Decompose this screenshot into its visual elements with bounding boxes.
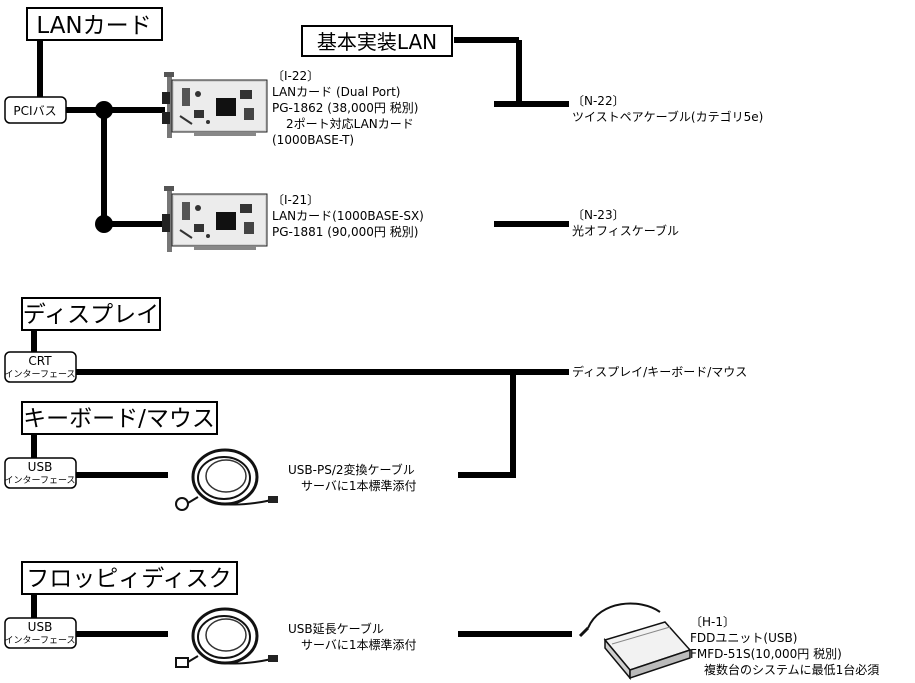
lan-card-sx-image	[162, 186, 268, 252]
product-h1-name: FDDユニット(USB)	[690, 631, 797, 645]
lan-card-title-box: LANカード	[26, 7, 163, 41]
floppy-interface-label: インターフェース	[4, 635, 75, 646]
floppy-title: フロッピィディスク	[26, 566, 231, 592]
usb-ps2-cable-text: USB-PS/2変換ケーブル サーバに1本標準添付	[288, 462, 417, 493]
product-i21-name: LANカード(1000BASE-SX)	[272, 209, 424, 223]
keyboard-usb-label: USB	[28, 460, 53, 474]
usb-ps2-cable-note: サーバに1本標準添付	[301, 478, 417, 493]
usb-ps2-cable-image	[175, 448, 278, 511]
keyboard-interface-label: インターフェース	[4, 475, 75, 486]
product-n23-code: 〔N-23〕	[572, 208, 625, 222]
lan-card-title: LANカード	[36, 13, 151, 39]
onboard-lan-title: 基本実装LAN	[317, 30, 437, 54]
pci-bus-box: PCIバス	[4, 96, 67, 124]
crt-interface-label: インターフェース	[4, 369, 75, 380]
lan-card-dual-port-image	[162, 72, 268, 138]
usb-extension-cable-image	[175, 607, 278, 668]
product-i22: 〔I-22〕 LANカード (Dual Port) PG-1862 (38,00…	[272, 69, 418, 147]
pci-bus-label: PCIバス	[13, 104, 56, 118]
onboard-lan-title-box: 基本実装LAN	[301, 25, 453, 57]
junction-dot	[95, 101, 113, 119]
product-i22-name: LANカード (Dual Port)	[272, 85, 400, 99]
display-title: ディスプレイ	[23, 302, 159, 328]
crt-port-label: CRT	[28, 354, 52, 368]
product-i22-spec: (1000BASE-T)	[272, 133, 354, 147]
floppy-title-box: フロッピィディスク	[21, 561, 238, 595]
product-n22-code: 〔N-22〕	[572, 94, 625, 108]
usb-extension-cable-note: サーバに1本標準添付	[301, 637, 417, 652]
product-i22-price: PG-1862 (38,000円 税別)	[272, 101, 418, 115]
display-keyboard-mouse-label: ディスプレイ/キーボード/マウス	[572, 364, 747, 379]
product-n23: 〔N-23〕 光オフィスケーブル	[572, 208, 679, 238]
product-i21-code: 〔I-21〕	[272, 193, 319, 207]
product-i22-code: 〔I-22〕	[272, 69, 319, 83]
product-h1-code: 〔H-1〕	[690, 615, 735, 629]
product-h1: 〔H-1〕 FDDユニット(USB) FMFD-51S(10,000円 税別) …	[690, 615, 879, 677]
usb-extension-cable-text: USB延長ケーブル サーバに1本標準添付	[288, 621, 417, 652]
usb-ps2-cable-name: USB-PS/2変換ケーブル	[288, 462, 415, 477]
display-title-box: ディスプレイ	[21, 297, 161, 331]
keyboard-title-box: キーボード/マウス	[21, 401, 218, 435]
fdd-unit-image	[578, 602, 692, 681]
product-n23-name: 光オフィスケーブル	[572, 223, 679, 238]
usb-extension-cable-name: USB延長ケーブル	[288, 621, 384, 636]
keyboard-title: キーボード/マウス	[23, 406, 215, 432]
product-i21: 〔I-21〕 LANカード(1000BASE-SX) PG-1881 (90,0…	[272, 193, 424, 239]
crt-interface-box: CRT インターフェース	[4, 351, 77, 383]
product-h1-price: FMFD-51S(10,000円 税別)	[690, 647, 842, 661]
junction-dot	[95, 215, 113, 233]
product-n22-name: ツイストペアケーブル(カテゴリ5e)	[572, 109, 763, 124]
product-h1-note: 複数台のシステムに最低1台必須	[704, 662, 879, 677]
floppy-usb-interface-box: USB インターフェース	[4, 617, 77, 649]
keyboard-usb-interface-box: USB インターフェース	[4, 457, 77, 489]
product-i22-desc: 2ポート対応LANカード	[286, 117, 414, 131]
product-n22: 〔N-22〕 ツイストペアケーブル(カテゴリ5e)	[572, 94, 763, 124]
floppy-usb-label: USB	[28, 620, 53, 634]
connector-lines	[31, 37, 572, 637]
product-i21-price: PG-1881 (90,000円 税別)	[272, 225, 418, 239]
